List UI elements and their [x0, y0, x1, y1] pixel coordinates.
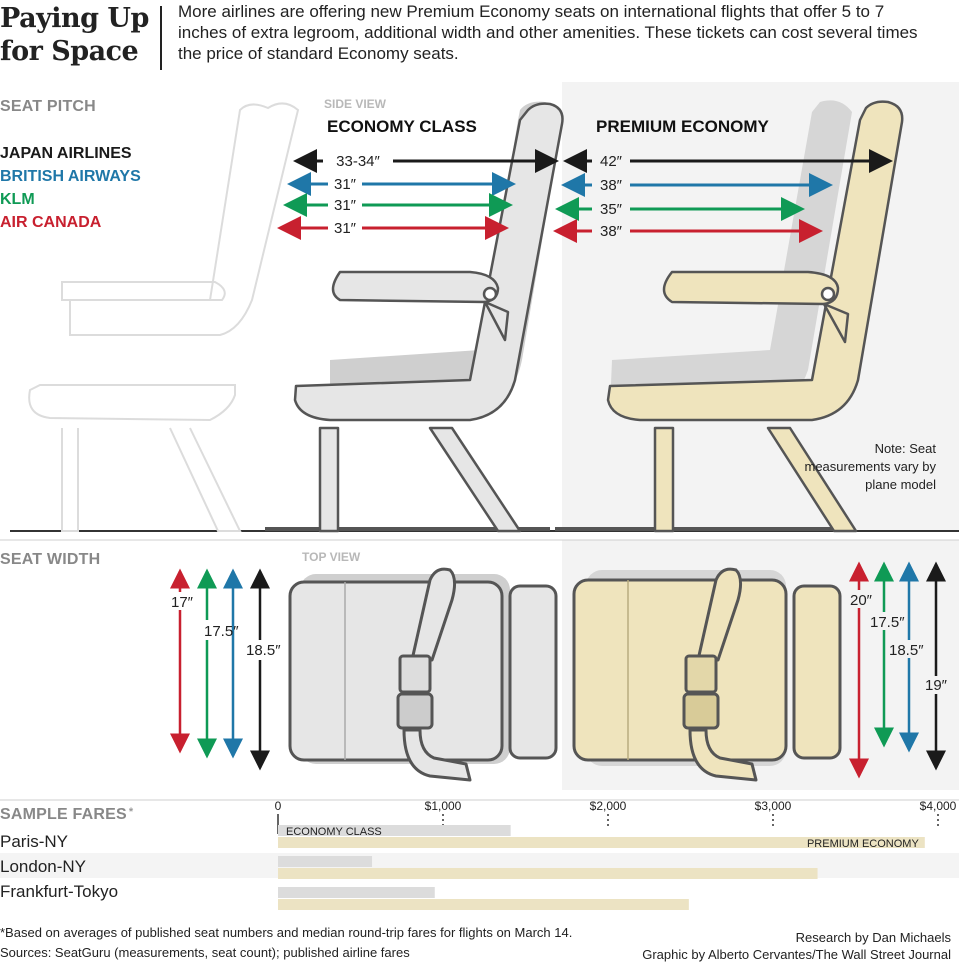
pitch-label-economy-ba: 31″ [334, 176, 357, 193]
credit-graphic: Graphic by Alberto Cervantes/The Wall St… [642, 947, 951, 962]
economy-seat-rail [265, 527, 550, 531]
legend-klm: KLM [0, 191, 35, 208]
width-label-premium-ba: 18.5″ [889, 642, 924, 659]
measurement-note: Note: Seat measurements vary by plane mo… [804, 441, 937, 492]
ghost-seat-illustration [28, 102, 300, 532]
width-label-premium-ac: 20″ [850, 592, 873, 609]
width-label-economy-ac: 17″ [171, 594, 194, 611]
fares-bar-premium [278, 899, 689, 910]
fares-bar-premium [278, 837, 925, 848]
route-frankfurt-tokyo: Frankfurt-Tokyo [0, 882, 119, 901]
fares-bar-economy [278, 825, 511, 836]
fares-tick-label: $4,000 [920, 799, 957, 813]
pitch-label-premium-jal: 42″ [600, 153, 623, 170]
fares-tick-label: 0 [275, 799, 282, 813]
width-label-premium-jal: 19″ [925, 677, 948, 694]
legend-air-canada: AIR CANADA [0, 214, 102, 231]
side-view-label: SIDE VIEW [324, 97, 387, 111]
economy-class-heading: ECONOMY CLASS [327, 117, 477, 136]
fares-tick-label: $1,000 [425, 799, 462, 813]
page-title: Paying Up for Space [0, 2, 150, 68]
title-line-2: for Space [0, 36, 139, 67]
route-london-ny: London-NY [0, 857, 87, 876]
fares-bar-economy [278, 887, 435, 898]
footnote-marker: * [128, 806, 134, 818]
route-paris-ny: Paris-NY [0, 832, 69, 851]
sources: Sources: SeatGuru (measurements, seat co… [0, 945, 410, 960]
pitch-value-labels: 33-34″ 31″ 31″ 31″ 42″ 38″ 35″ 38″ [334, 153, 623, 240]
fares-tick-label: $3,000 [755, 799, 792, 813]
footnote: *Based on averages of published seat num… [0, 925, 573, 940]
economy-seat-top [288, 567, 558, 782]
fares-bar-label-premium: PREMIUM ECONOMY [807, 838, 920, 850]
title-line-1: Paying Up [0, 3, 149, 34]
fares-bar-premium [278, 868, 818, 879]
fares-bar-economy [278, 856, 373, 867]
fares-tick-label: $2,000 [590, 799, 627, 813]
economy-seat-side [293, 101, 564, 533]
width-label-premium-klm: 17.5″ [870, 614, 905, 631]
pitch-label-economy-jal: 33-34″ [336, 153, 380, 170]
sample-fares-heading: SAMPLE FARES* [0, 806, 133, 824]
pitch-label-economy-klm: 31″ [334, 197, 357, 214]
pitch-arrows [277, 149, 893, 243]
fares-bar-label-economy: ECONOMY CLASS [286, 826, 382, 838]
premium-seat-side [606, 100, 904, 533]
width-labels-premium: 20″ 17.5″ 18.5″ 19″ [848, 590, 948, 694]
width-label-economy-jal: 18.5″ [246, 642, 281, 659]
legend-japan-airlines: JAPAN AIRLINES [0, 145, 132, 162]
legend-british-airways: BRITISH AIRWAYS [0, 168, 141, 185]
pitch-label-premium-ac: 38″ [600, 223, 623, 240]
premium-seat-rail [555, 527, 855, 531]
width-label-economy-klm: 17.5″ [204, 623, 239, 640]
credit-research: Research by Dan Michaels [795, 930, 951, 945]
premium-seat-top [572, 567, 842, 782]
premium-economy-heading: PREMIUM ECONOMY [596, 117, 769, 136]
sample-fares-heading-text: SAMPLE FARES [0, 806, 127, 823]
title-divider [160, 6, 162, 70]
top-view-label: TOP VIEW [302, 550, 361, 564]
pitch-label-economy-ac: 31″ [334, 220, 357, 237]
width-labels-economy: 17″ 17.5″ 18.5″ [170, 592, 286, 660]
seat-pitch-heading: SEAT PITCH [0, 98, 96, 115]
seat-width-heading: SEAT WIDTH [0, 551, 101, 568]
pitch-label-premium-ba: 38″ [600, 177, 623, 194]
intro-text: More airlines are offering new Premium E… [178, 2, 918, 63]
pitch-label-premium-klm: 35″ [600, 201, 623, 218]
airline-legend: JAPAN AIRLINES BRITISH AIRWAYS KLM AIR C… [0, 142, 141, 234]
